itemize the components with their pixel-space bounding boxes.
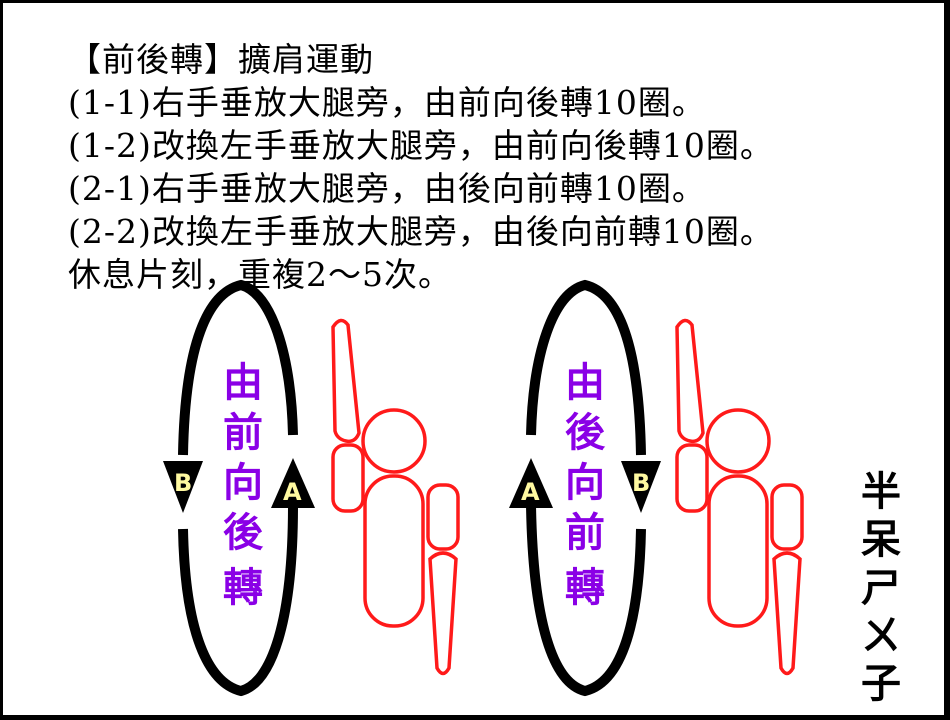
raised-forearm (331, 443, 365, 513)
raised-forearm (675, 443, 709, 513)
head (361, 408, 427, 474)
arrow-b-down-icon (621, 461, 661, 513)
raised-upper-arm (675, 318, 705, 444)
caption-char: 後 (223, 509, 263, 556)
step-1-2: (1-2)改換左手垂放大腿旁，由前向後轉10圈。 (68, 126, 774, 165)
rotation-loop-right (526, 279, 646, 697)
caption-char: 後 (565, 409, 605, 456)
torso (363, 474, 425, 628)
arrow-b-label: B (632, 469, 650, 497)
caption-char: 由 (565, 359, 605, 406)
arrow-b-down-icon (163, 461, 203, 513)
arrow-a-up-icon (509, 458, 553, 508)
rotation-loop-left (178, 279, 298, 697)
caption-char: 由 (223, 359, 263, 406)
lowered-forearm (428, 551, 458, 676)
loop-top-arc (526, 279, 646, 456)
signature-char: 呆 (861, 517, 901, 563)
torso (707, 474, 769, 628)
signature-char: ㄨ (861, 613, 901, 659)
arrow-b-label: B (174, 469, 192, 497)
raised-upper-arm (331, 318, 361, 444)
title: 【前後轉】擴肩運動 (68, 40, 374, 79)
step-2-2: (2-2)改換左手垂放大腿旁，由後向前轉10圈。 (68, 212, 774, 251)
arrow-a-up-icon (271, 458, 315, 508)
diagrams: B A A B (163, 279, 804, 697)
loop-bottom-arc (178, 504, 298, 697)
rest-note: 休息片刻，重複2～5次。 (68, 255, 452, 294)
signature-char: 半 (861, 469, 901, 515)
step-2-1: (2-1)右手垂放大腿旁，由後向前轉10圈。 (68, 169, 706, 208)
caption-char: 前 (565, 509, 605, 556)
signature-char: ㄕ (861, 565, 901, 611)
head (705, 408, 771, 474)
caption-char: 轉 (223, 564, 263, 611)
loop-bottom-arc (526, 504, 646, 697)
body-figure-left (331, 318, 460, 676)
caption-char: 轉 (565, 564, 605, 611)
caption-char: 前 (223, 409, 263, 456)
loop-top-arc (178, 279, 298, 456)
lowered-upper-arm (426, 483, 460, 551)
caption-char: 向 (565, 459, 605, 506)
signature-char: 子 (861, 661, 901, 707)
lowered-forearm (772, 551, 802, 676)
arrow-a-label: A (521, 478, 540, 506)
author-signature: 半 呆 ㄕ ㄨ 子 (856, 468, 906, 708)
caption-char: 向 (223, 459, 263, 506)
step-1-1: (1-1)右手垂放大腿旁，由前向後轉10圈。 (68, 83, 706, 122)
card-canvas: 【前後轉】擴肩運動 (1-1)右手垂放大腿旁，由前向後轉10圈。 (1-2)改換… (3, 3, 944, 715)
body-figure-right (675, 318, 804, 676)
lowered-upper-arm (770, 483, 804, 551)
arrow-a-label: A (283, 478, 302, 506)
